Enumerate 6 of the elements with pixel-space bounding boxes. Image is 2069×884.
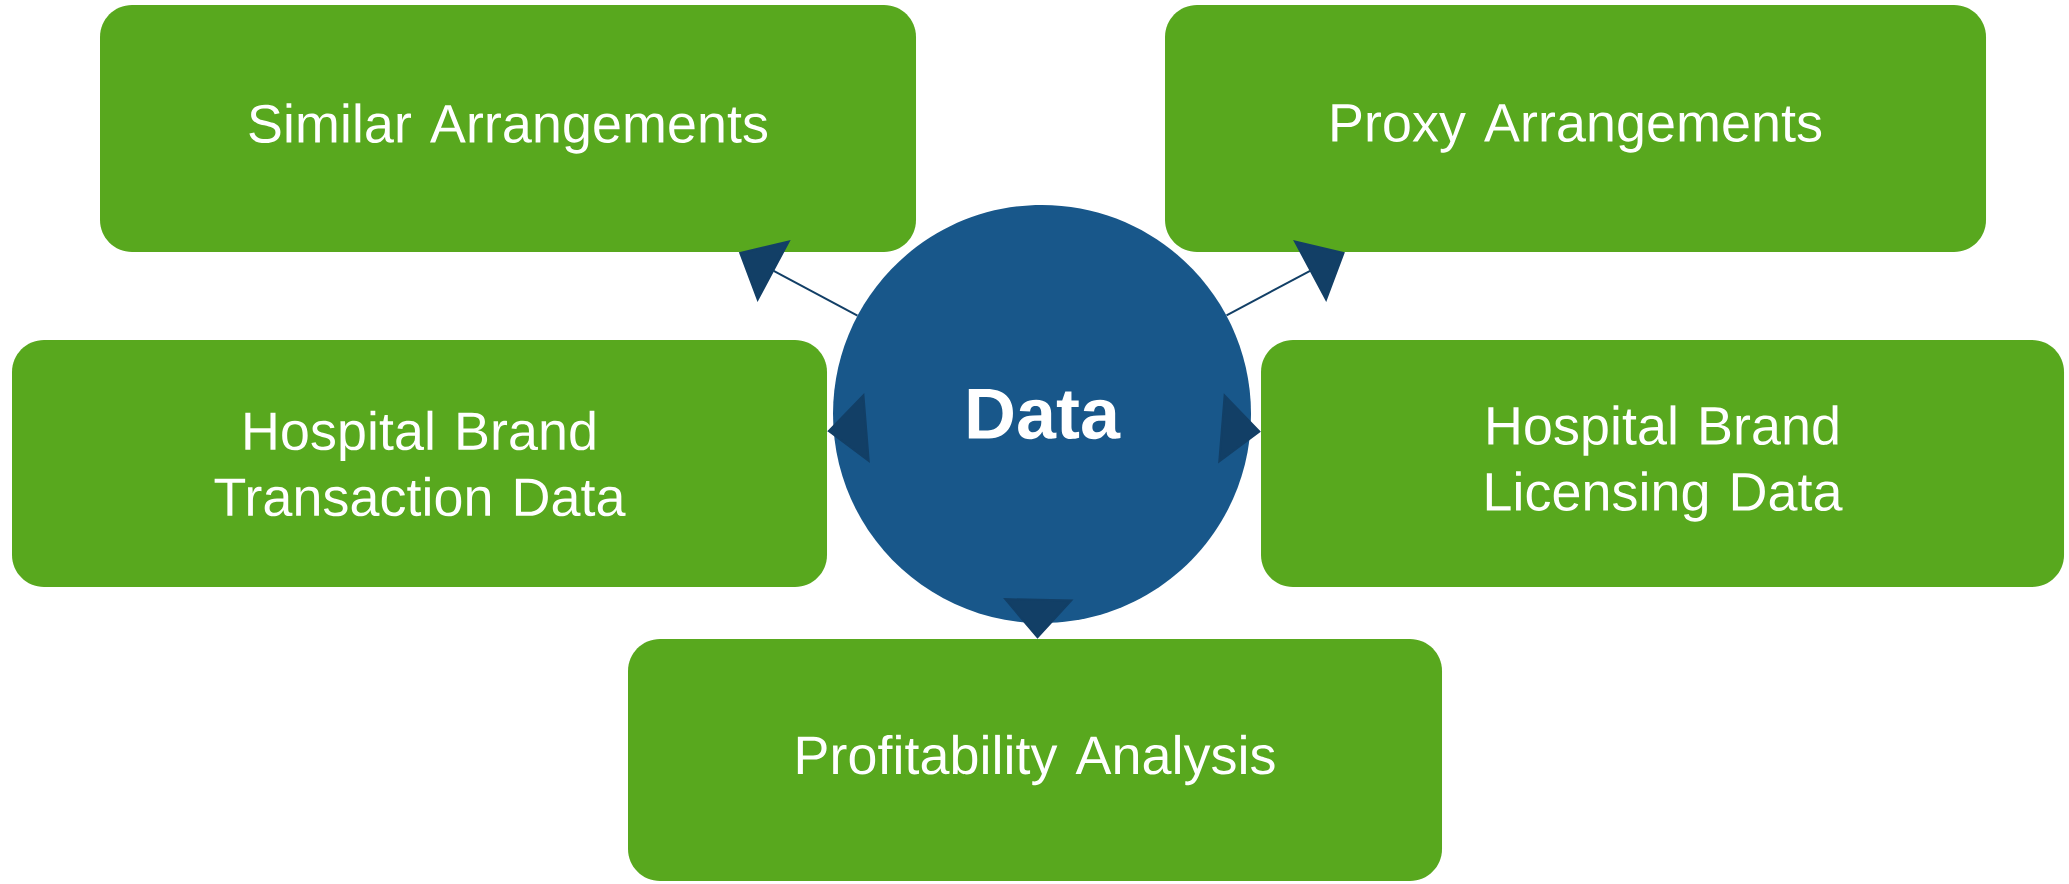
process-box: Hospital Brand Transaction Data — [12, 340, 827, 587]
pointer-arrow — [1225, 240, 1345, 317]
process-box: Proxy Arrangements — [1165, 5, 1986, 252]
process-box: Hospital Brand Licensing Data — [1261, 340, 2064, 587]
process-box: Profitability Analysis — [628, 639, 1442, 881]
process-box: Similar Arrangements — [100, 5, 916, 252]
